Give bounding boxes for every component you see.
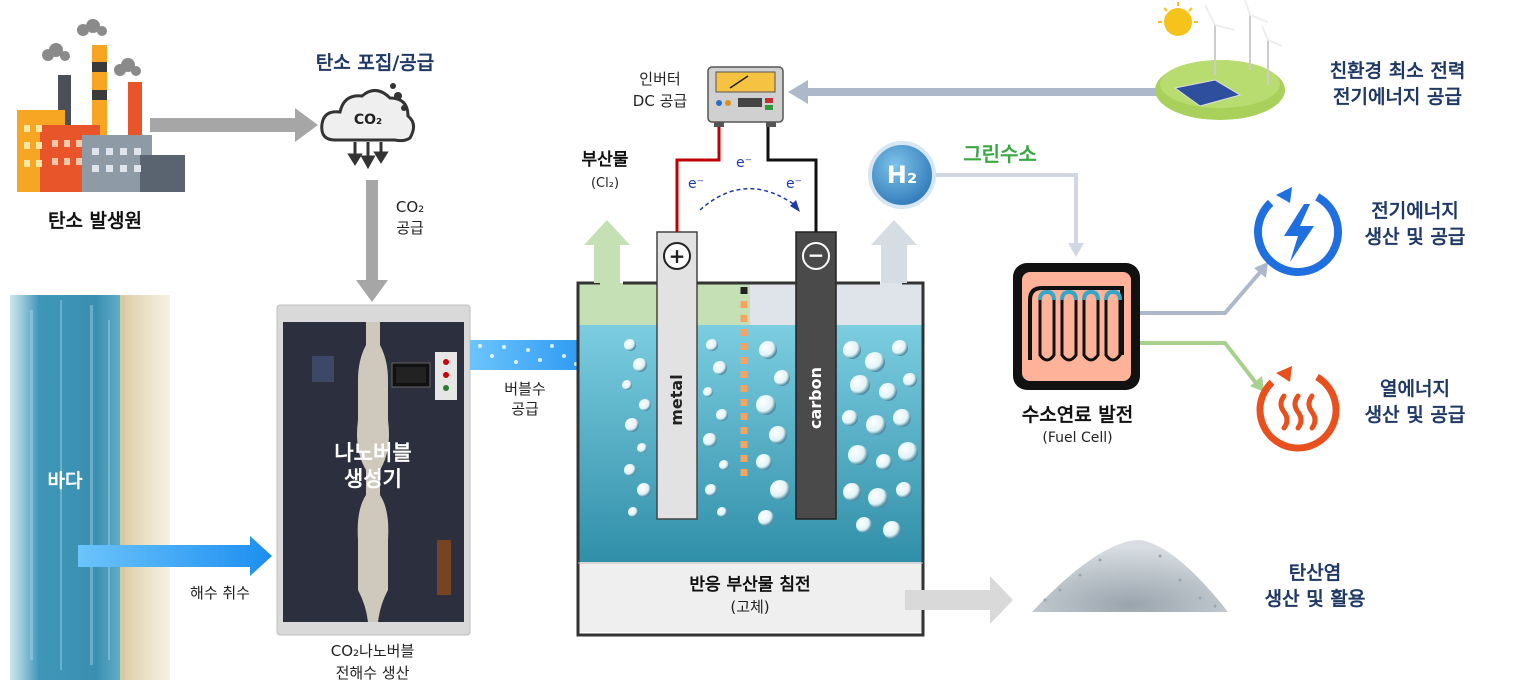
capture-to-generator-arrow (356, 180, 388, 302)
plus-sign: + (668, 244, 686, 268)
carbonate-label-1: 탄산염 (1288, 562, 1342, 584)
carbon-electrode (795, 231, 837, 520)
electron-label-left: e⁻ (687, 176, 704, 192)
precipitate-label-1: 반응 부산물 침전 (689, 575, 811, 595)
factory-to-capture-arrow (150, 108, 318, 142)
carbon-source-label: 탄소 발생원 (47, 210, 142, 232)
fuel-cell-icon (1013, 263, 1140, 390)
metal-electrode (656, 231, 698, 520)
generator-caption-1: CO₂나노버블 (330, 642, 415, 660)
minus-terminal-icon (802, 242, 830, 270)
co2-cloud-icon (320, 83, 415, 170)
plus-terminal-icon (663, 242, 691, 270)
inverter-icon (707, 66, 784, 127)
h2-icon (868, 141, 936, 209)
fuelcell-to-electric-line (1140, 268, 1264, 315)
carbon-label: carbon (806, 367, 825, 430)
generator-label-1: 나노버블 (334, 441, 412, 465)
renewable-to-inverter-arrow (788, 80, 1160, 104)
byproduct-label: 부산물 (581, 150, 629, 170)
precipitate-arrow (905, 576, 1013, 624)
electron-label-right: e⁻ (785, 176, 802, 192)
heat-label-2: 생산 및 공급 (1364, 404, 1466, 426)
bubble-water-label-1: 버블수 (504, 380, 546, 398)
electron-flow-arrow (699, 187, 796, 211)
electric-label-1: 전기에너지 (1371, 200, 1459, 222)
byproduct-sub-label: (Cl₂) (590, 176, 620, 191)
bubbles (622, 339, 918, 539)
metal-label: metal (667, 374, 686, 426)
fuel-cell-sub-label: (Fuel Cell) (1042, 430, 1113, 446)
reaction-tank (576, 231, 925, 637)
carbon-capture-label: 탄소 포집/공급 (315, 52, 435, 74)
h2-label: H₂ (886, 161, 918, 189)
generator-caption-2: 전해수 생산 (335, 664, 410, 682)
generator-label-2: 생성기 (344, 467, 402, 491)
renewable-label-2: 전기에너지 공급 (1333, 86, 1462, 108)
co2-supply-label-2: 공급 (396, 219, 424, 237)
fuelcell-to-heat-line (1140, 341, 1258, 385)
minus-sign: − (807, 243, 825, 267)
electric-energy-icon (1254, 187, 1342, 276)
inverter-label-2: DC 공급 (632, 92, 688, 110)
byproduct-arrow (584, 220, 630, 283)
seawater-intake-label: 해수 취수 (190, 584, 250, 602)
carbonate-label-2: 생산 및 활용 (1264, 588, 1366, 610)
electric-label-2: 생산 및 공급 (1364, 226, 1466, 248)
heat-energy-icon (1256, 366, 1340, 452)
seawater-intake-arrow (78, 536, 272, 576)
precipitate-label-2: (고체) (730, 598, 770, 616)
nanobubble-generator (276, 304, 471, 636)
hydrogen-to-fuelcell-line (936, 173, 1078, 245)
sea-label: 바다 (47, 470, 83, 492)
positive-wire (675, 127, 721, 232)
renewable-energy-icon (1155, 0, 1285, 120)
heat-label-1: 열에너지 (1380, 378, 1450, 400)
inverter-label-1: 인버터 (639, 70, 681, 88)
sea-image (10, 295, 170, 680)
green-hydrogen-label: 그린수소 (963, 142, 1037, 166)
factory-icon (17, 19, 185, 192)
electron-label-top: e⁻ (735, 155, 752, 171)
h2-up-arrow (871, 220, 917, 283)
co2-cloud-label: CO₂ (353, 112, 383, 128)
fuel-cell-label: 수소연료 발전 (1021, 404, 1134, 426)
carbonate-pile-icon (1032, 540, 1228, 612)
co2-supply-label-1: CO₂ (395, 198, 425, 216)
renewable-label-1: 친환경 최소 전력 (1329, 60, 1466, 82)
bubble-water-label-2: 공급 (511, 400, 539, 418)
negative-wire (766, 127, 818, 232)
